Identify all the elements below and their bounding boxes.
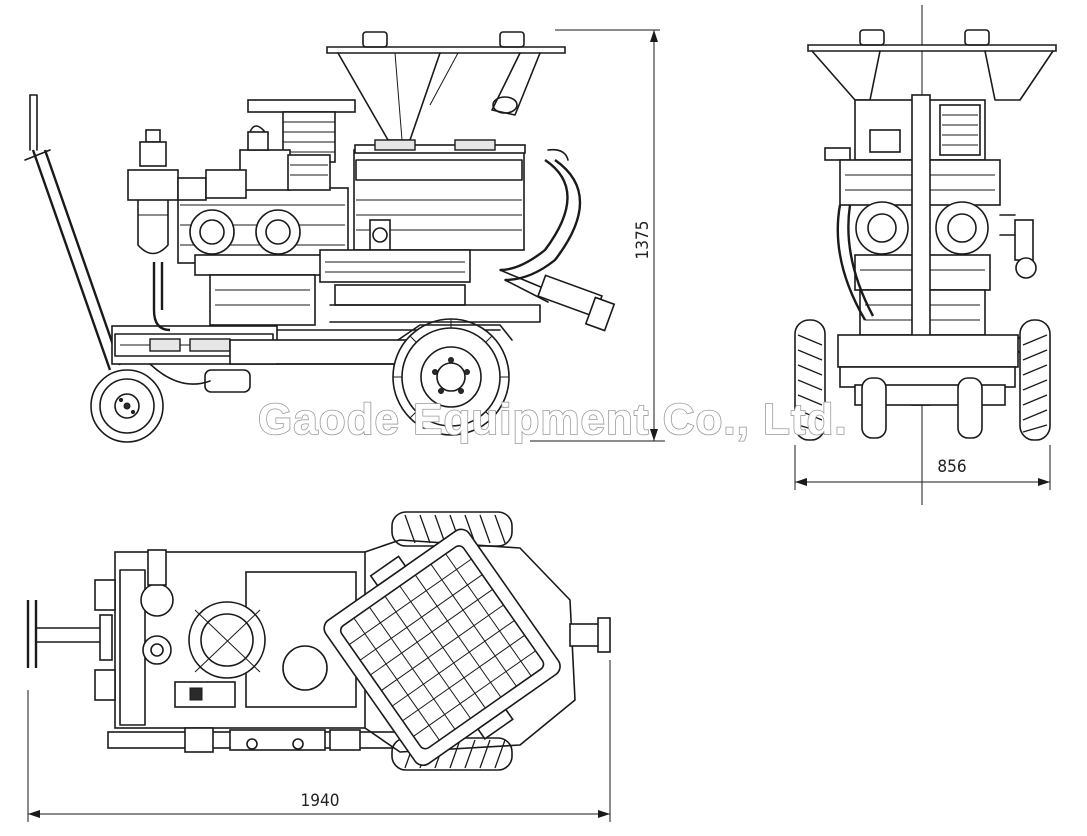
company-watermark: Gaode Equipment Co., Ltd. — [258, 395, 848, 444]
front-view-wheels — [794, 319, 1051, 441]
air-filter-side — [127, 129, 247, 255]
length-dimension: 1940 — [27, 660, 611, 822]
height-dimension-label: 1375 — [633, 221, 653, 260]
width-dimension: 856 — [794, 445, 1051, 490]
front-view: 856 — [794, 5, 1057, 505]
width-dimension-label: 856 — [937, 457, 966, 477]
top-view: 1940 — [26, 511, 611, 822]
hopper-grate-top — [323, 528, 561, 767]
hopper-side — [326, 31, 566, 161]
towing-handle — [24, 94, 122, 371]
side-view: 1375 — [24, 29, 665, 443]
front-wheel-side — [90, 369, 164, 443]
main-wheel-side — [392, 318, 513, 436]
engine-block-side — [177, 99, 541, 326]
length-dimension-label: 1940 — [301, 791, 340, 811]
height-dimension: 1375 — [530, 29, 665, 442]
hoses-side — [152, 148, 616, 332]
